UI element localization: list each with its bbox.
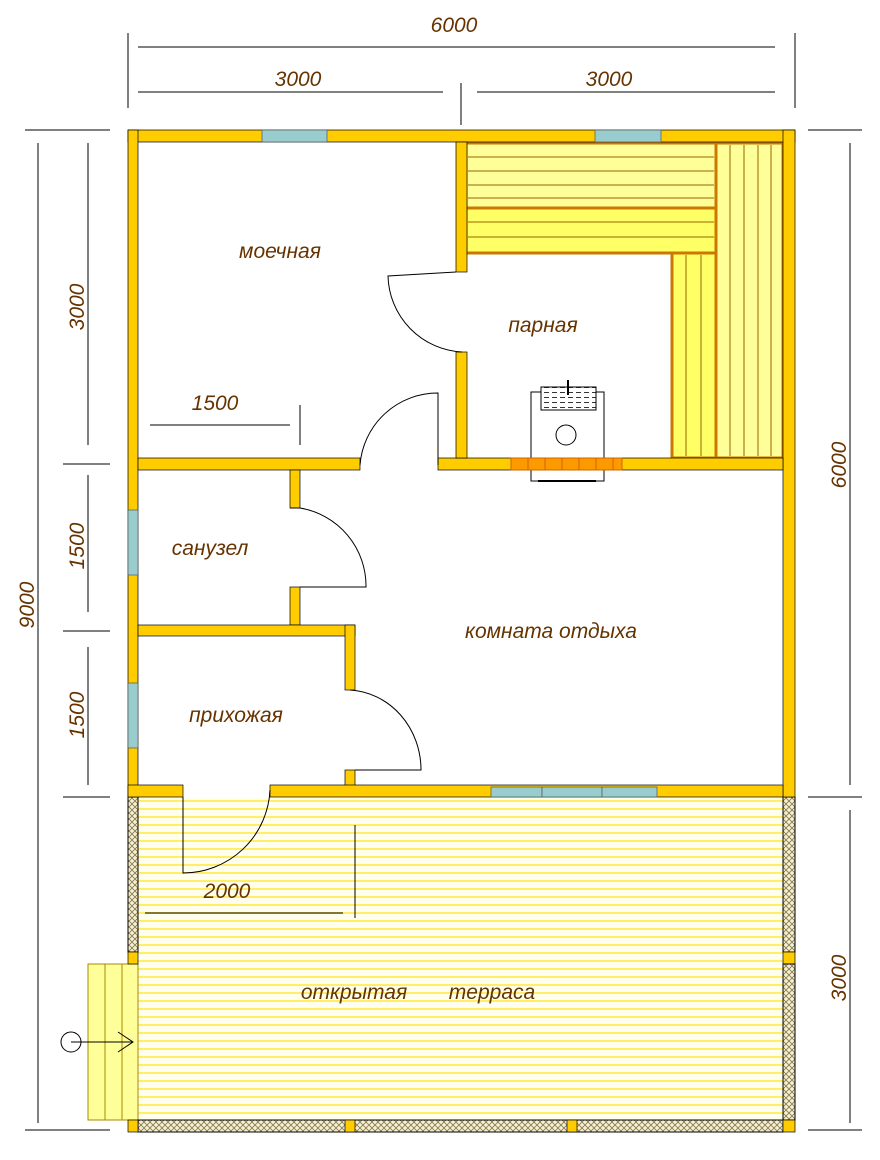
dim-left-1: 3000 xyxy=(66,283,89,330)
room-label-terrace-2: терраса xyxy=(449,981,535,1004)
dimension-lines xyxy=(25,33,862,1131)
dim-inner-washroom: 1500 xyxy=(192,392,239,415)
doors xyxy=(182,271,463,874)
room-label-terrace-1: открытая xyxy=(301,981,407,1004)
dim-inner-terrace: 2000 xyxy=(203,880,251,903)
dim-top-total: 6000 xyxy=(431,14,478,37)
dim-left-total: 9000 xyxy=(16,581,39,628)
entry-arrow-icon xyxy=(60,1031,134,1053)
terrace-railing xyxy=(127,796,796,1133)
dim-top-right: 3000 xyxy=(586,68,633,91)
windows xyxy=(127,129,662,798)
dim-right-1: 6000 xyxy=(828,441,851,488)
stove-bricks xyxy=(510,457,623,471)
dim-left-3: 1500 xyxy=(66,691,89,738)
dim-right-2: 3000 xyxy=(828,954,851,1001)
terrace-floor xyxy=(138,797,783,1120)
room-label-hallway: прихожая xyxy=(189,704,283,727)
sauna-benches xyxy=(464,141,785,460)
room-label-steam-room: парная xyxy=(508,314,577,337)
room-label-bathroom: санузел xyxy=(172,537,249,560)
room-label-lounge: комната отдыха xyxy=(465,620,637,643)
dim-left-2: 1500 xyxy=(66,522,89,569)
dim-top-left: 3000 xyxy=(275,68,322,91)
room-label-washroom: моечная xyxy=(239,240,321,263)
